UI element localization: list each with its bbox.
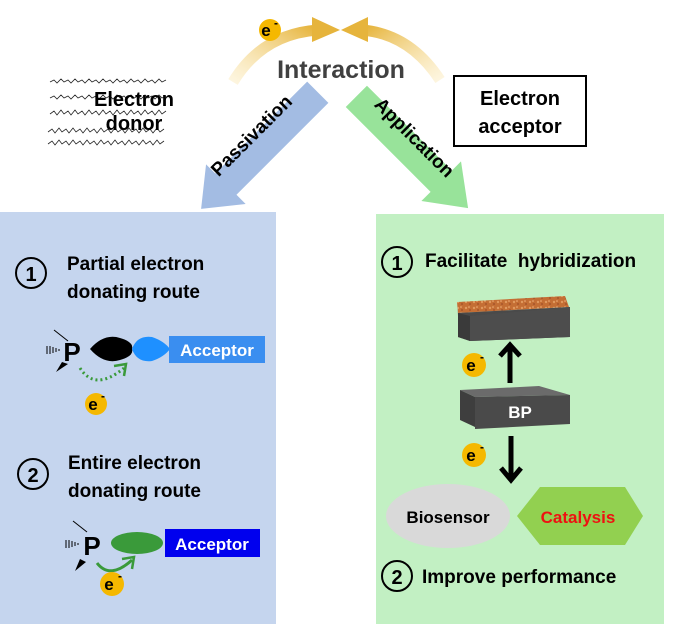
svg-text:e: e [88, 395, 97, 414]
up-arrow-icon [498, 341, 522, 383]
acceptor-label-line2: acceptor [478, 116, 562, 138]
route2-electron-badge: e - [100, 569, 124, 596]
route1-number-badge: 1 [15, 257, 47, 289]
hybrid-material-block [457, 296, 570, 341]
interaction-arc-right [341, 17, 445, 84]
svg-text:e: e [466, 446, 475, 465]
route2-title-line2: donating route [68, 481, 201, 502]
item1-number-badge: 1 [381, 246, 413, 278]
electron-symbol: e [261, 21, 270, 40]
route2-acceptor-label: Acceptor [175, 535, 249, 554]
svg-text:e: e [466, 356, 475, 375]
route1-atom-p: P [63, 337, 80, 367]
route2-number-badge: 2 [17, 458, 49, 490]
route1-electron-badge: e - [85, 389, 107, 415]
catalysis-hexagon [517, 487, 643, 545]
passivation-arrow [201, 81, 329, 209]
bp-label: BP [508, 403, 532, 422]
item2-title: Improve performance [422, 567, 616, 588]
svg-text:-: - [480, 350, 484, 364]
route1-molecule: P [46, 329, 170, 382]
biosensor-ellipse [386, 484, 510, 548]
route2-atom-p: P [83, 531, 100, 561]
electron-charge: - [274, 16, 278, 30]
item2-number-badge: 2 [381, 560, 413, 592]
down-arrow-icon [499, 436, 523, 484]
route2-acceptor-box [165, 529, 260, 557]
svg-text:2: 2 [391, 567, 402, 589]
route1-acceptor-box [169, 336, 265, 363]
route2-shared-orbital [111, 532, 163, 554]
route1-title-line2: donating route [67, 282, 200, 303]
route2-title-line1: Entire electron [68, 453, 201, 474]
interaction-label: Interaction [277, 56, 405, 84]
svg-text:e: e [104, 575, 113, 594]
electron-badge-up: e - [462, 350, 486, 377]
svg-text:2: 2 [27, 465, 38, 487]
route1-lone-pair-orbital [90, 336, 133, 362]
bp-block [460, 386, 570, 429]
svg-text:1: 1 [391, 253, 402, 275]
route1-acceptor-orbital [132, 336, 170, 362]
svg-text:1: 1 [25, 264, 36, 286]
electron-acceptor-box [453, 75, 587, 147]
svg-text:-: - [101, 389, 105, 403]
interaction-arc-left [228, 17, 340, 85]
route1-dotted-transfer-arrow [78, 366, 125, 382]
electron-badge-down: e - [462, 440, 486, 467]
route2-molecule: P [65, 520, 163, 573]
donor-label-line2: donor [106, 113, 163, 135]
application-arrow [345, 85, 469, 209]
electron-donor-illustration [47, 78, 167, 146]
route1-acceptor-label: Acceptor [180, 341, 254, 360]
acceptor-label-line1: Electron [480, 88, 560, 110]
biosensor-label: Biosensor [406, 508, 490, 527]
route2-transfer-arrow [95, 558, 134, 573]
donor-label-line1: Electron [94, 89, 174, 111]
electron-badge-top: e - [259, 16, 281, 41]
route1-title-line1: Partial electron [67, 254, 204, 275]
svg-text:-: - [480, 440, 484, 454]
item1-title: Facilitate hybridization [425, 251, 636, 272]
svg-text:-: - [118, 569, 122, 583]
catalysis-label: Catalysis [541, 508, 616, 527]
